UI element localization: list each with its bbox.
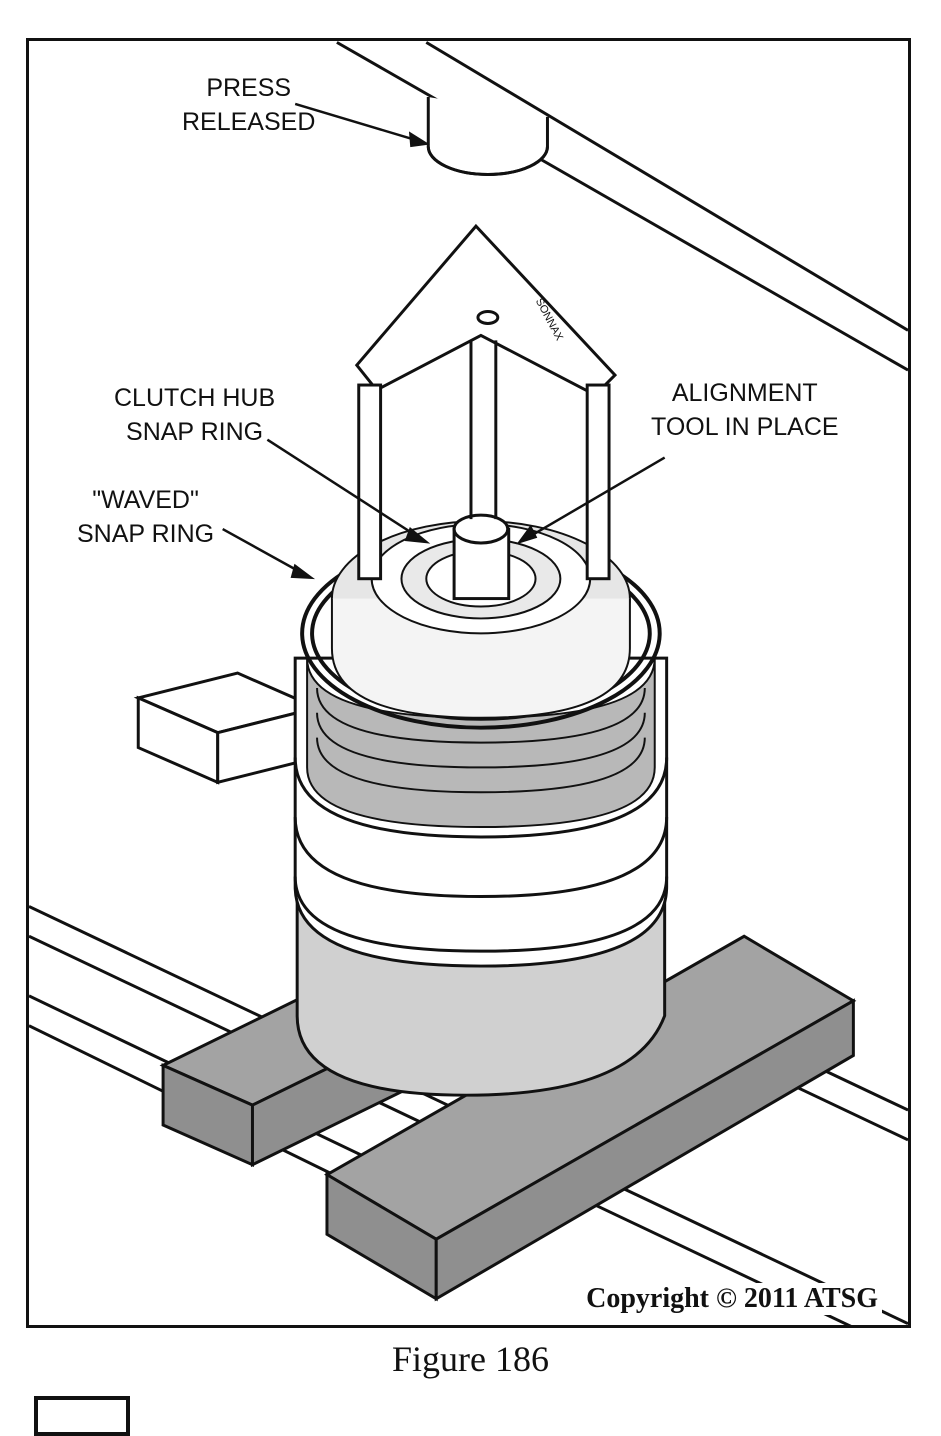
alignment-tool-post xyxy=(452,513,511,601)
callout-press-released: PRESS RELEASED xyxy=(182,71,315,139)
callout-line: RELEASED xyxy=(182,108,316,136)
callout-line: CLUTCH HUB xyxy=(114,384,276,412)
callout-line: TOOL IN PLACE xyxy=(651,413,839,441)
page-number-box xyxy=(34,1396,130,1436)
clutch-plate-stack xyxy=(306,658,656,829)
callout-line: SNAP RING xyxy=(126,418,264,446)
callout-clutch-hub-snap-ring: CLUTCH HUB SNAP RING xyxy=(114,381,275,449)
callout-line: ALIGNMENT xyxy=(671,379,818,407)
callout-waved-snap-ring: "WAVED" SNAP RING xyxy=(77,483,214,551)
callout-line: "WAVED" xyxy=(92,486,199,514)
back-support-beam xyxy=(133,671,322,785)
alignment-tool-frame xyxy=(354,223,618,581)
callout-line: PRESS xyxy=(206,74,292,102)
press-ram xyxy=(426,96,549,176)
press-ram-plate xyxy=(336,41,908,372)
figure-frame: SONNAX PRESS RELEASED CLUTCH HUB SNAP RI… xyxy=(26,38,911,1328)
clutch-assembly-illustration: SONNAX xyxy=(29,41,908,1325)
copyright-notice: Copyright © 2011 ATSG xyxy=(582,1283,882,1315)
callout-alignment-tool: ALIGNMENT TOOL IN PLACE xyxy=(651,376,839,444)
leader-arrows xyxy=(222,102,666,580)
callout-line: SNAP RING xyxy=(77,520,215,548)
figure-caption: Figure 186 xyxy=(392,1339,549,1379)
